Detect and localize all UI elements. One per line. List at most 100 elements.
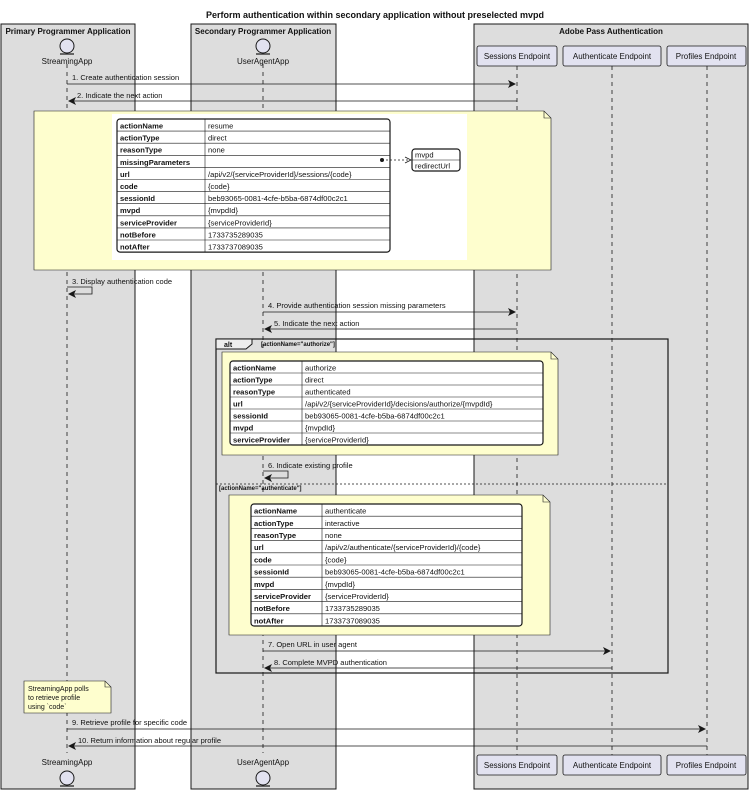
message-8: 8. Complete MVPD authentication [264,658,612,672]
message-9: 9. Retrieve profile for specific code [67,718,706,733]
table-value: {serviceProviderId} [305,435,369,444]
table-key: actionType [233,375,273,384]
table-value: /api/v2/{serviceProviderId}/decisions/au… [305,399,493,408]
table-value: 1733737089035 [208,243,263,252]
note-response-3: actionName authenticate actionType interact… [228,494,551,636]
table-key: reasonType [120,146,162,155]
table-key: sessionId [233,411,268,420]
table-key: mvpd [120,206,141,215]
table-value: {mvpdId} [208,206,238,215]
alt-condition-1: [actionName="authorize"] [261,342,335,348]
table-value: resume [208,122,233,131]
note-polls: StreamingApp polls to retrieve profile u… [23,680,112,714]
alt-fragment: alt [actionName="authorize"] [actionName… [215,338,669,674]
message-5: 5. Indicate the next action [264,319,517,333]
participant-sessions-bottom: Sessions Endpoint [476,754,558,776]
table-value: {code} [208,182,230,191]
participant-authenticate-top: Authenticate Endpoint [562,45,662,67]
response-table-3: actionName authenticate actionType interact… [250,503,523,627]
table-value: 1733735289035 [325,604,380,613]
table-value: direct [208,134,227,143]
participant-authenticate-bottom: Authenticate Endpoint [562,754,662,776]
note-line-1: StreamingApp polls [28,686,89,693]
table-key: notAfter [120,243,150,252]
participant-useragentapp-top: UserAgentApp [237,38,290,66]
table-key: serviceProvider [120,218,177,227]
table-key: reasonType [254,531,296,540]
participant-profiles-bottom: Profiles Endpoint [666,754,747,776]
table-value: 1733735289035 [208,230,263,239]
participant-label: Authenticate Endpoint [573,761,652,770]
table-key: actionType [254,519,294,528]
message-label: 5. Indicate the next action [274,319,359,328]
participant-label: Sessions Endpoint [484,761,551,770]
participant-label: Authenticate Endpoint [573,52,652,61]
table-value: {mvpdId} [305,423,335,432]
table-value: {code} [325,555,347,564]
participant-label: Profiles Endpoint [676,761,737,770]
message-7: 7. Open URL in user agent [263,640,611,655]
missing-params-table: mvpd redirectUrl [411,148,461,172]
entity-icon [59,770,75,786]
message-label: 6. Indicate existing profile [268,461,353,470]
table-value: {serviceProviderId} [325,592,389,601]
table-value: {serviceProviderId} [208,218,272,227]
table-key: url [254,543,264,552]
table-key: code [120,182,138,191]
message-4: 4. Provide authentication session missin… [263,301,516,316]
missing-param: mvpd [415,151,434,160]
table-key: notAfter [254,616,284,625]
table-key: actionName [254,507,297,516]
note-response-1: actionName resume actionType direct reasonTy… [33,110,552,271]
table-key: url [233,399,243,408]
table-key: sessionId [120,194,155,203]
participant-label: StreamingApp [42,57,93,66]
table-key: missingParameters [120,158,190,167]
message-label: 1. Create authentication session [72,73,179,82]
table-value: /api/v2/{serviceProviderId}/sessions/{co… [208,170,352,179]
group-primary-label: Primary Programmer Application [5,27,130,36]
table-key: url [120,170,130,179]
table-key: actionName [233,363,276,372]
table-key: notBefore [254,604,290,613]
table-value: {mvpdId} [325,580,355,589]
table-value: 1733737089035 [325,616,380,625]
table-key: serviceProvider [233,435,290,444]
table-key: mvpd [254,580,275,589]
participant-label: Sessions Endpoint [484,52,551,61]
message-label: 10. Return information about regular pro… [78,736,221,745]
alt-label: alt [224,342,233,349]
table-value: interactive [325,519,360,528]
table-key: reasonType [233,387,275,396]
participant-useragentapp-bottom: UserAgentApp [237,758,290,787]
participant-streamingapp-top: StreamingApp [42,38,93,66]
table-value: beb93065-0081-4cfe-b5ba-6874df00c2c1 [208,194,348,203]
table-value: beb93065-0081-4cfe-b5ba-6874df00c2c1 [305,411,445,420]
participant-streamingapp-bottom: StreamingApp [42,758,93,787]
message-3: 3. Display authentication code [67,277,172,298]
table-value: authenticate [325,507,366,516]
table-key: actionType [120,134,160,143]
table-key: mvpd [233,423,254,432]
note-line-2: to retrieve profile [28,695,80,702]
message-10: 10. Return information about regular pro… [68,736,707,750]
entity-icon [255,770,271,786]
entity-icon [255,38,271,54]
participant-sessions-top: Sessions Endpoint [476,45,558,67]
table-key: notBefore [120,230,156,239]
response-table-1: actionName resume actionType direct reasonTy… [116,118,391,253]
table-key: actionName [120,122,163,131]
message-label: 2. Indicate the next action [77,91,162,100]
table-value: none [208,146,225,155]
message-label: 9. Retrieve profile for specific code [72,718,187,727]
table-key: serviceProvider [254,592,311,601]
participant-label: Profiles Endpoint [676,52,737,61]
group-adobe-label: Adobe Pass Authentication [559,27,663,36]
group-secondary-label: Secondary Programmer Application [195,27,331,36]
table-value: direct [305,375,324,384]
missing-param: redirectUrl [415,162,450,171]
table-value: /api/v2/authenticate/{serviceProviderId}… [325,543,481,552]
